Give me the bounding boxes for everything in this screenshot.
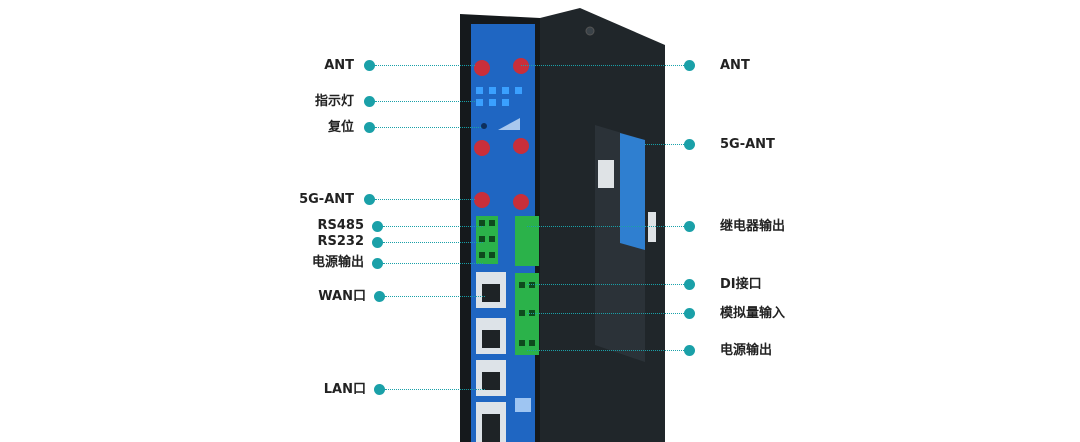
callout-dot (374, 291, 385, 302)
callout-leader-line (383, 242, 483, 243)
callout-label-rs232: RS232 (317, 234, 364, 249)
callout-dot (684, 279, 695, 290)
signal-icon (498, 118, 520, 130)
callout-label-wan-port: WAN口 (318, 289, 366, 304)
ethernet-port-icon (482, 372, 500, 390)
callout-dot (684, 221, 695, 232)
terminal-block-icon (489, 252, 495, 258)
callout-leader-line (375, 65, 475, 66)
antenna-connector-icon (474, 60, 490, 76)
callout-dot (364, 122, 375, 133)
callout-leader-line (527, 350, 684, 351)
callout-label-rs485: RS485 (317, 218, 364, 233)
antenna-connector-icon (513, 138, 529, 154)
callout-dot (684, 308, 695, 319)
led-indicator-icon (476, 87, 483, 94)
callout-dot (372, 221, 383, 232)
callout-label-power-output-left: 电源输出 (311, 255, 364, 270)
reset-button-icon (481, 123, 487, 129)
callout-leader-line (385, 389, 485, 390)
callout-dot (364, 60, 375, 71)
terminal-block-icon (515, 216, 539, 266)
callout-label-analog-input: 模拟量输入 (720, 306, 786, 321)
callout-leader-line (385, 296, 485, 297)
callout-leader-line (527, 313, 684, 314)
callout-leader-line (375, 199, 475, 200)
callout-dot (372, 237, 383, 248)
led-indicator-icon (515, 87, 522, 94)
terminal-block-icon (489, 236, 495, 242)
callout-leader-line (521, 65, 684, 66)
callout-label-reset: 复位 (327, 120, 354, 135)
callout-dot (684, 60, 695, 71)
callout-label-ant-right: ANT (720, 58, 750, 73)
ethernet-port-icon (482, 284, 500, 302)
callout-leader-line (375, 127, 481, 128)
callout-label-power-output-right: 电源输出 (720, 343, 773, 358)
callout-label-relay-output: 继电器输出 (720, 219, 786, 234)
led-indicator-icon (489, 99, 496, 106)
brand-logo-icon (515, 398, 531, 412)
led-indicator-icon (476, 99, 483, 106)
callout-dot (364, 96, 375, 107)
callout-leader-line (645, 144, 684, 145)
terminal-block-icon (519, 310, 525, 316)
terminal-block-icon (529, 282, 535, 288)
callout-dot (364, 194, 375, 205)
terminal-block-icon (479, 236, 485, 242)
terminal-block-icon (519, 340, 525, 346)
side-tag (648, 212, 656, 242)
antenna-connector-icon (513, 194, 529, 210)
terminal-block-icon (515, 273, 539, 355)
ethernet-port-icon (482, 330, 500, 348)
antenna-connector-icon (474, 192, 490, 208)
terminal-block-icon (489, 220, 495, 226)
callout-leader-line (383, 226, 483, 227)
callout-leader-line (527, 226, 684, 227)
ethernet-port-icon (482, 414, 500, 442)
terminal-block-icon (529, 340, 535, 346)
callout-dot (684, 345, 695, 356)
callout-dot (372, 258, 383, 269)
terminal-block-icon (479, 220, 485, 226)
screw-icon (585, 26, 595, 36)
callout-dot (374, 384, 385, 395)
callout-leader-line (527, 284, 684, 285)
callout-label-ant-left: ANT (324, 58, 354, 73)
terminal-block-icon (479, 252, 485, 258)
callout-label-5g-ant-left: 5G-ANT (299, 192, 354, 207)
led-indicator-icon (489, 87, 496, 94)
callout-leader-line (383, 263, 483, 264)
qr-code-icon (598, 160, 614, 188)
callout-label-lan-port: LAN口 (323, 382, 366, 397)
terminal-block-icon (519, 282, 525, 288)
antenna-connector-icon (513, 58, 529, 74)
callout-label-di-interface: DI接口 (720, 277, 762, 292)
label-blue-band (620, 133, 645, 250)
antenna-connector-icon (474, 140, 490, 156)
callout-dot (684, 139, 695, 150)
led-indicator-icon (502, 87, 509, 94)
led-indicator-icon (502, 99, 509, 106)
callout-label-indicator: 指示灯 (314, 94, 354, 109)
callout-leader-line (375, 101, 475, 102)
callout-label-5g-ant-right: 5G-ANT (720, 137, 775, 152)
